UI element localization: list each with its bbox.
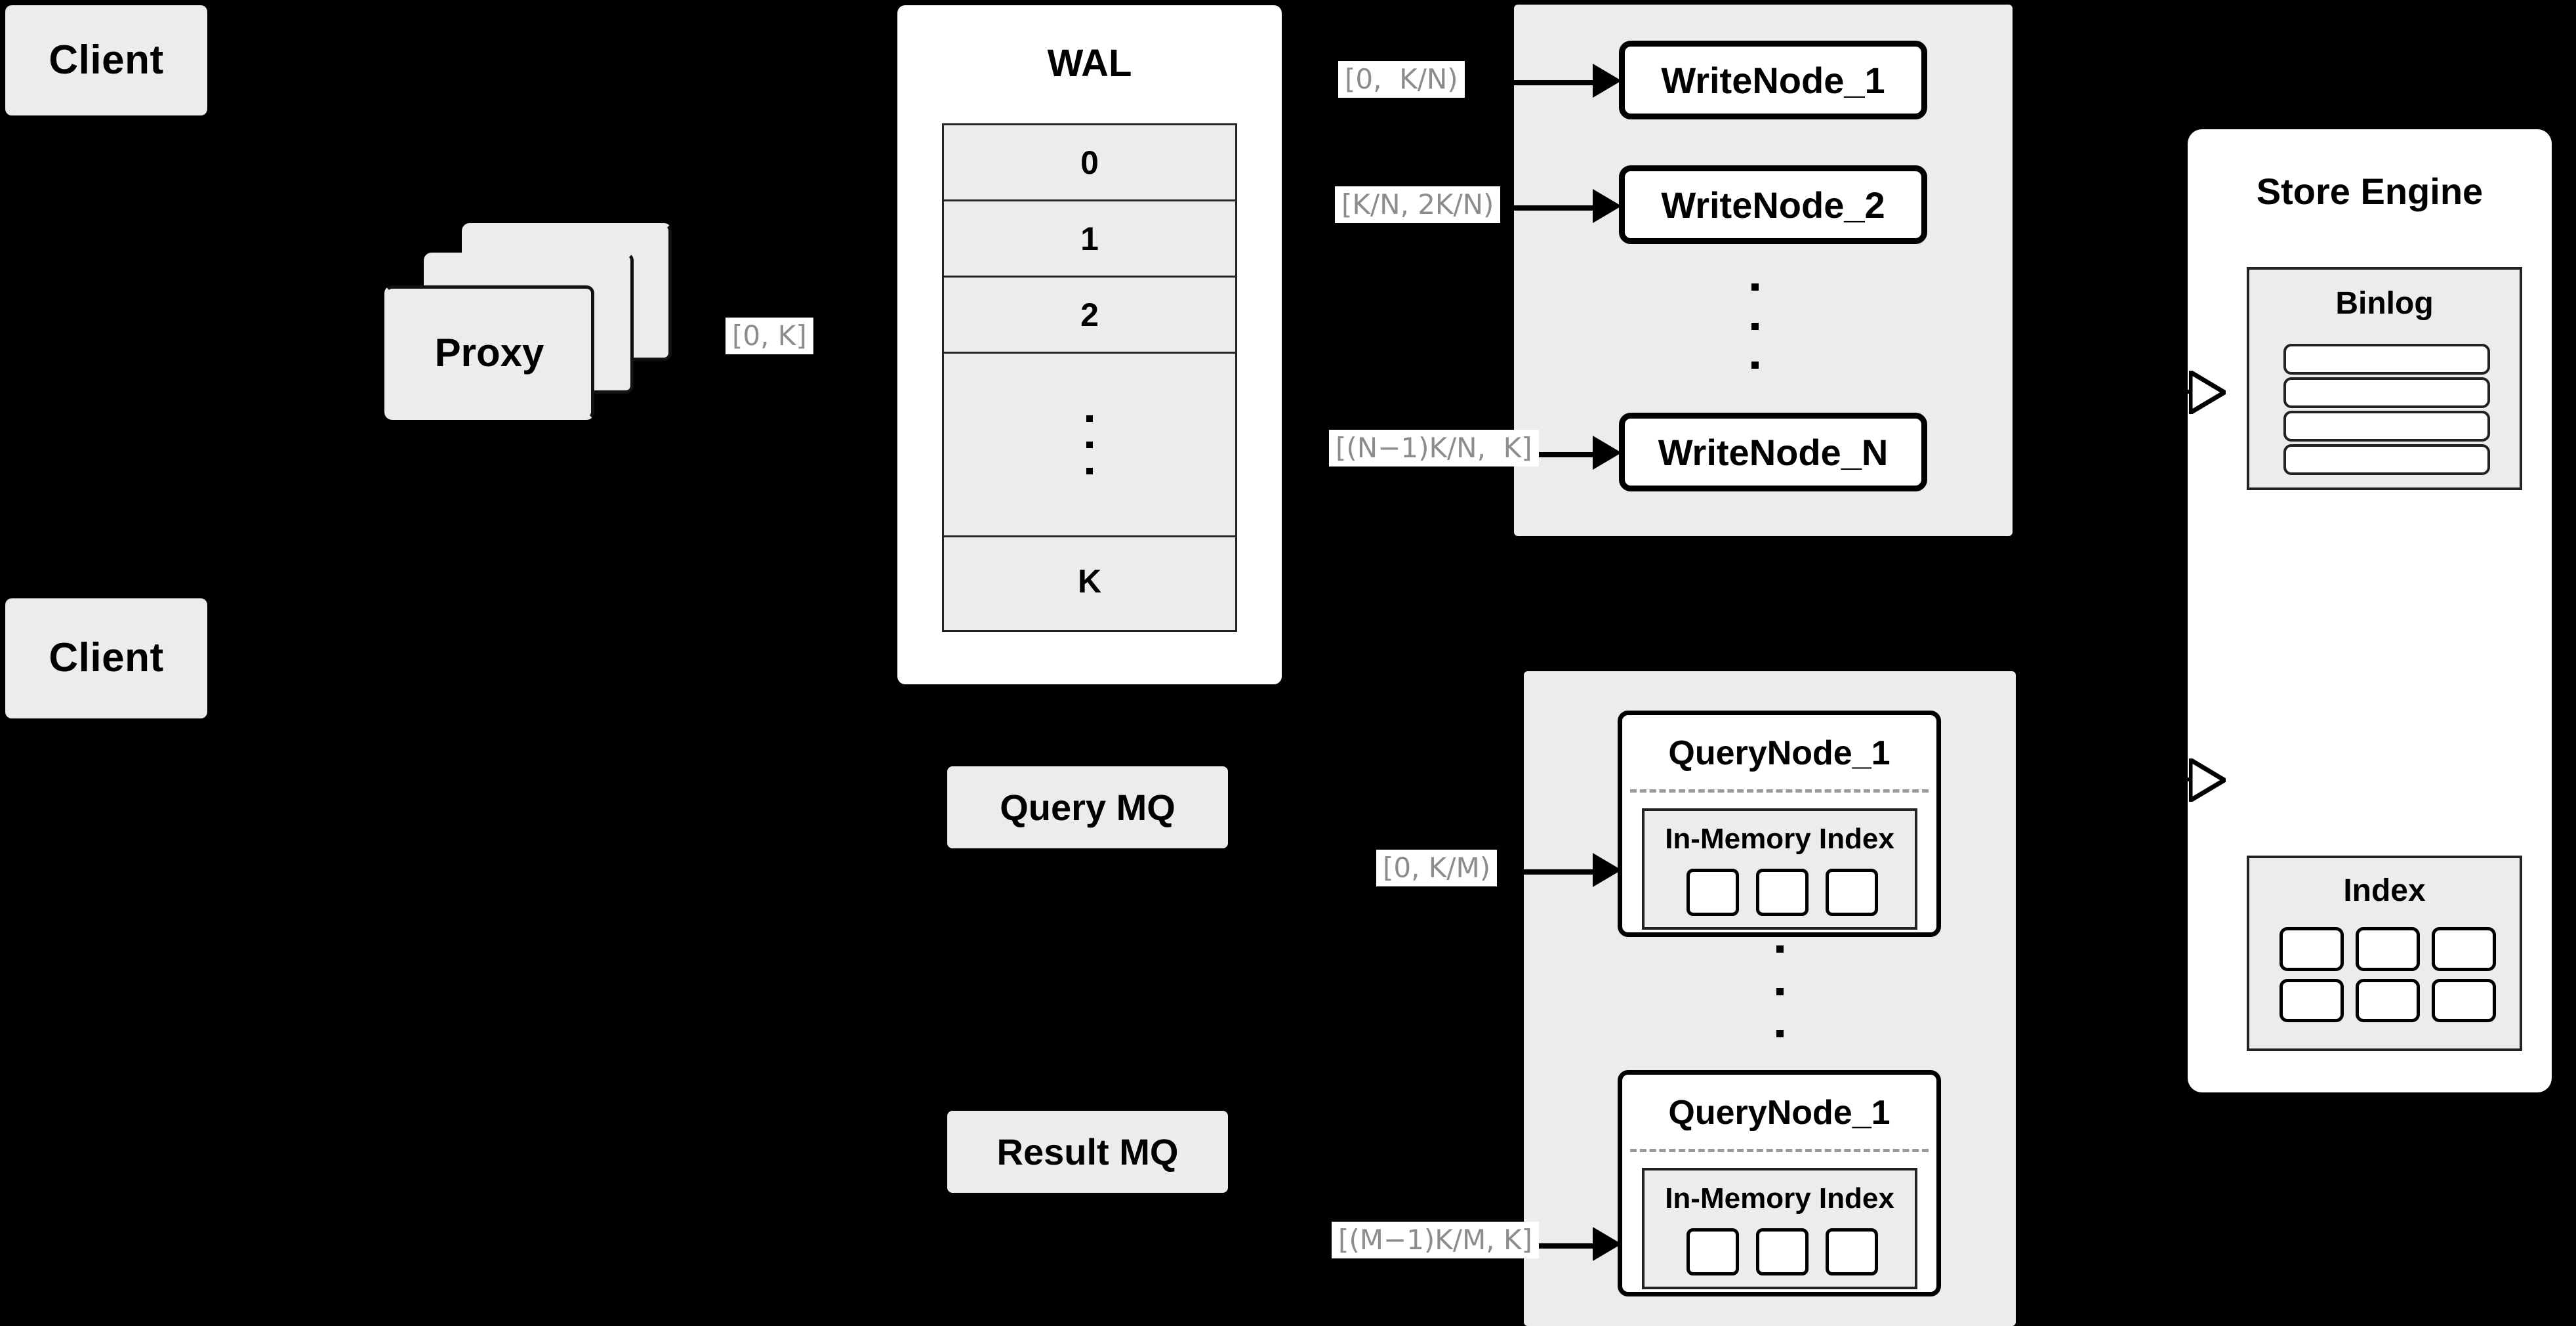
query-mq-box[interactable]: Query MQ xyxy=(947,766,1228,848)
query-node-m-separator xyxy=(1630,1149,1929,1152)
write-node-2[interactable]: WriteNode_2 xyxy=(1619,165,1927,244)
client-box-1[interactable]: Client xyxy=(5,5,207,115)
index-cell xyxy=(1687,1228,1739,1275)
proxy-card-front[interactable]: Proxy xyxy=(384,285,594,420)
index-panel: Index xyxy=(2247,856,2522,1051)
in-memory-index-title: In-Memory Index xyxy=(1665,1182,1894,1214)
store-engine-panel: Store Engine Binlog Index xyxy=(2188,129,2552,1092)
query-node-cluster: QueryNode_1 In-Memory Index QueryNode_1 xyxy=(1524,671,2016,1326)
wal-row: 0 xyxy=(944,125,1235,201)
query-mq-label: Query MQ xyxy=(1000,787,1176,828)
binlog-row xyxy=(2283,444,2490,475)
index-cell xyxy=(1756,869,1809,916)
wal-row-ellipsis xyxy=(944,354,1235,537)
write-node-n[interactable]: WriteNode_N xyxy=(1619,413,1927,491)
index-cell xyxy=(2432,927,2496,971)
ellipsis-dot xyxy=(1776,1030,1784,1037)
ellipsis-dot xyxy=(1776,987,1784,995)
edge-label-proxy-to-wal: [0, K] xyxy=(726,318,813,355)
ellipsis-dot xyxy=(1751,362,1759,369)
arrow-head-to-write-node-1 xyxy=(1593,64,1622,98)
query-node-1-in-memory-index: In-Memory Index xyxy=(1642,808,1917,930)
query-node-ellipsis xyxy=(1772,945,1788,1037)
index-cell xyxy=(1687,869,1739,916)
arrow-head-to-query-node-1 xyxy=(1593,853,1622,887)
wal-row: K xyxy=(944,537,1235,625)
arrow-line-to-index xyxy=(2158,777,2195,781)
binlog-row xyxy=(2283,411,2490,442)
query-node-1-separator xyxy=(1630,789,1929,793)
write-node-2-label: WriteNode_2 xyxy=(1661,184,1885,226)
edge-label-write-node-n: [(N−1)K/N, K] xyxy=(1329,430,1539,467)
wal-table: 0 1 2 K xyxy=(942,123,1237,632)
client-label-1: Client xyxy=(49,37,164,83)
index-grid xyxy=(2280,927,2496,1022)
index-cell xyxy=(2280,978,2344,1022)
index-title: Index xyxy=(2343,873,2426,908)
proxy-stack[interactable]: Proxy xyxy=(380,217,682,433)
edge-label-query-node-1: [0, K/M) xyxy=(1376,850,1498,887)
binlog-rows xyxy=(2283,344,2490,475)
wal-row: 1 xyxy=(944,201,1235,278)
binlog-row xyxy=(2283,377,2490,408)
proxy-label: Proxy xyxy=(434,331,544,375)
edge-label-write-node-1: [0, K/N) xyxy=(1338,61,1465,98)
query-node-m[interactable]: QueryNode_1 In-Memory Index xyxy=(1618,1070,1941,1296)
ellipsis-dot xyxy=(1751,322,1759,330)
query-node-m-title: QueryNode_1 xyxy=(1668,1094,1891,1132)
result-mq-box[interactable]: Result MQ xyxy=(947,1111,1228,1193)
index-cell xyxy=(2356,978,2420,1022)
arrow-head-to-index xyxy=(2189,758,2226,802)
client-label-2: Client xyxy=(49,635,164,681)
index-cell xyxy=(1826,869,1878,916)
arrow-line-to-query-node-1 xyxy=(1522,869,1597,875)
in-memory-index-cells xyxy=(1659,1228,1906,1275)
ellipsis-dot xyxy=(1086,467,1093,474)
index-cell xyxy=(1826,1228,1878,1275)
arrow-head-to-write-node-2 xyxy=(1593,189,1622,223)
index-cell xyxy=(2432,978,2496,1022)
binlog-row xyxy=(2283,344,2490,375)
index-cell xyxy=(1756,1228,1809,1275)
store-engine-title: Store Engine xyxy=(2256,171,2484,212)
arrow-head-to-query-node-m xyxy=(1593,1227,1622,1261)
arrow-line-to-binlog xyxy=(2158,390,2195,394)
arrow-line-to-write-node-n xyxy=(1509,452,1597,457)
arrow-head-to-binlog xyxy=(2189,371,2226,414)
arrow-line-to-write-node-2 xyxy=(1509,205,1597,211)
ellipsis-dot xyxy=(1751,283,1759,291)
query-node-1-title: QueryNode_1 xyxy=(1668,734,1891,772)
arrow-head-to-write-node-n xyxy=(1593,436,1622,470)
result-mq-label: Result MQ xyxy=(996,1131,1179,1172)
query-node-1[interactable]: QueryNode_1 In-Memory Index xyxy=(1618,711,1941,937)
wal-panel: WAL 0 1 2 K xyxy=(897,5,1282,684)
arrow-line-to-write-node-1 xyxy=(1509,80,1597,85)
write-node-1-label: WriteNode_1 xyxy=(1661,59,1885,101)
arrow-line-to-query-node-m xyxy=(1522,1243,1597,1249)
wal-row: 2 xyxy=(944,278,1235,354)
binlog-panel: Binlog xyxy=(2247,267,2522,490)
index-cell xyxy=(2280,927,2344,971)
in-memory-index-title: In-Memory Index xyxy=(1665,823,1894,855)
ellipsis-dot xyxy=(1776,945,1784,953)
in-memory-index-cells xyxy=(1659,869,1906,916)
index-cell xyxy=(2356,927,2420,971)
edge-label-query-node-m: [(M−1)K/M, K] xyxy=(1332,1222,1539,1259)
write-node-1[interactable]: WriteNode_1 xyxy=(1619,41,1927,119)
ellipsis-dot xyxy=(1086,415,1093,422)
write-node-ellipsis xyxy=(1747,283,1763,369)
write-node-n-label: WriteNode_N xyxy=(1658,431,1889,473)
client-box-2[interactable]: Client xyxy=(5,598,207,718)
ellipsis-dot xyxy=(1086,441,1093,448)
edge-label-write-node-2: [K/N, 2K/N) xyxy=(1335,186,1501,224)
binlog-title: Binlog xyxy=(2335,286,2434,321)
wal-title: WAL xyxy=(1047,42,1132,85)
query-node-m-in-memory-index: In-Memory Index xyxy=(1642,1168,1917,1289)
